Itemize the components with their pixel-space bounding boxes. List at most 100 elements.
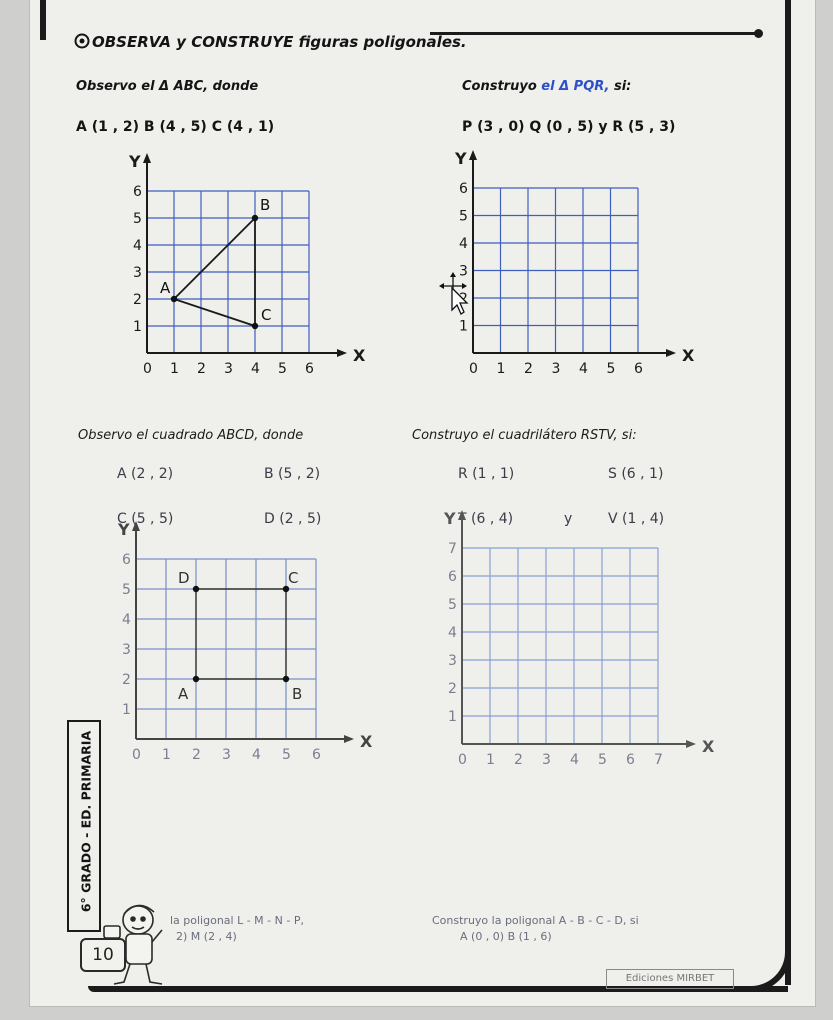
x-tick-label: 0	[458, 752, 467, 768]
x-axis-arrow	[666, 349, 676, 357]
ex2-coord-c: C (5 , 5)	[117, 511, 174, 527]
y-axis-arrow	[458, 510, 466, 520]
y-tick-label: 4	[133, 238, 142, 254]
x-tick-label: 2	[524, 361, 533, 377]
y-tick-label: 1	[448, 709, 457, 725]
shape-outline	[195, 588, 287, 680]
x-tick-label: 6	[634, 361, 643, 377]
x-tick-label: 0	[143, 361, 152, 377]
x-tick-label: 1	[486, 752, 495, 768]
x-tick-label: 1	[162, 747, 171, 763]
y-axis-arrow	[469, 150, 477, 160]
y-tick-label: 3	[459, 264, 468, 280]
y-tick-label: 2	[133, 292, 142, 308]
x-tick-label: 3	[222, 747, 231, 763]
point-label-c: C	[288, 569, 298, 587]
y-tick-label: 3	[448, 653, 457, 669]
ex3-left-line1: la poligonal L - M - N - P,	[170, 914, 304, 927]
x-tick-label: 7	[654, 752, 663, 768]
ex1-construct-heading: Construyo el Δ PQR, si:	[462, 79, 631, 94]
mascot-illustration-icon	[103, 904, 163, 985]
x-axis-label: X	[353, 346, 366, 365]
y-tick-label: 4	[448, 625, 457, 641]
y-tick-label: 2	[122, 672, 131, 688]
point-a	[170, 295, 178, 303]
y-tick-label: 5	[122, 582, 131, 598]
x-tick-label: 4	[579, 361, 588, 377]
point-label-a: A	[160, 279, 171, 297]
y-axis-label: Y	[443, 509, 456, 528]
y-tick-label: 5	[448, 597, 457, 613]
y-tick-label: 4	[122, 612, 131, 628]
y-tick-label: 6	[122, 552, 131, 568]
ex3-right-line2: A (0 , 0) B (1 , 6)	[460, 930, 552, 943]
ex2-coord-b: B (5 , 2)	[264, 466, 321, 482]
grade-side-label: 6° GRADO - ED. PRIMARIA	[67, 720, 101, 932]
x-tick-label: 0	[469, 361, 478, 377]
ex2-coord-t: T (6 , 4)	[458, 511, 514, 527]
x-tick-label: 6	[305, 361, 314, 377]
x-axis-arrow	[686, 740, 696, 748]
ex2-coord-v: V (1 , 4)	[608, 511, 665, 527]
y-axis-label: Y	[454, 149, 467, 168]
x-axis-label: X	[682, 346, 695, 365]
page-number: 10	[80, 938, 126, 972]
ex1-observe-coords: A (1 , 2) B (4 , 5) C (4 , 1)	[76, 119, 275, 135]
x-tick-label: 5	[598, 752, 607, 768]
x-tick-label: 0	[132, 747, 141, 763]
x-tick-label: 2	[192, 747, 201, 763]
worksheet-page	[30, 0, 815, 1006]
point-label-d: D	[178, 569, 190, 587]
ex1-observe-heading: Observo el Δ ABC, donde	[76, 79, 259, 94]
ex3-left-line2: 2) M (2 , 4)	[176, 930, 237, 943]
x-tick-label: 3	[552, 361, 561, 377]
y-tick-label: 3	[122, 642, 131, 658]
ex2-construct-heading: Construyo el cuadrilátero RSTV, si:	[412, 428, 637, 443]
page-frame-bottom	[88, 986, 788, 992]
y-tick-label: 1	[459, 319, 468, 335]
x-tick-label: 3	[542, 752, 551, 768]
point-d	[192, 585, 200, 593]
y-tick-label: 5	[133, 211, 142, 227]
y-tick-label: 1	[133, 319, 142, 335]
ex2-coord-r: R (1 , 1)	[458, 466, 515, 482]
x-tick-label: 4	[251, 361, 260, 377]
x-axis-arrow	[344, 735, 354, 743]
point-a	[192, 675, 200, 683]
x-tick-label: 3	[224, 361, 233, 377]
shape-outline	[172, 215, 256, 328]
ex2-observe-heading: Observo el cuadrado ABCD, donde	[78, 428, 304, 443]
x-tick-label: 6	[626, 752, 635, 768]
point-c	[282, 585, 290, 593]
ex3-right-line1: Construyo la poligonal A - B - C - D, si	[432, 914, 639, 927]
y-tick-label: 6	[459, 181, 468, 197]
x-axis-arrow	[337, 349, 347, 357]
y-tick-label: 3	[133, 265, 142, 281]
x-tick-label: 1	[497, 361, 506, 377]
y-tick-label: 5	[459, 209, 468, 225]
x-tick-label: 5	[607, 361, 616, 377]
y-tick-label: 7	[448, 541, 457, 557]
x-tick-label: 4	[252, 747, 261, 763]
point-label-a: A	[178, 685, 189, 703]
page-frame-right	[785, 0, 791, 985]
y-axis-label: Y	[128, 152, 141, 171]
grade-side-text: 6° GRADO - ED. PRIMARIA	[78, 730, 94, 913]
y-axis-label: Y	[117, 520, 130, 539]
ex1-construct-coords: P (3 , 0) Q (0 , 5) y R (5 , 3)	[462, 119, 676, 135]
x-tick-label: 4	[570, 752, 579, 768]
y-tick-label: 4	[459, 236, 468, 252]
y-axis-arrow	[143, 153, 151, 163]
point-c	[251, 322, 259, 330]
point-label-c: C	[261, 306, 271, 324]
y-tick-label: 1	[122, 702, 131, 718]
x-axis-label: X	[360, 732, 373, 751]
point-b	[282, 675, 290, 683]
x-tick-label: 2	[514, 752, 523, 768]
page-title: OBSERVA y CONSTRUYE figuras poligonales.	[92, 33, 467, 51]
ex2-coord-d: D (2 , 5)	[264, 511, 322, 527]
x-tick-label: 2	[197, 361, 206, 377]
